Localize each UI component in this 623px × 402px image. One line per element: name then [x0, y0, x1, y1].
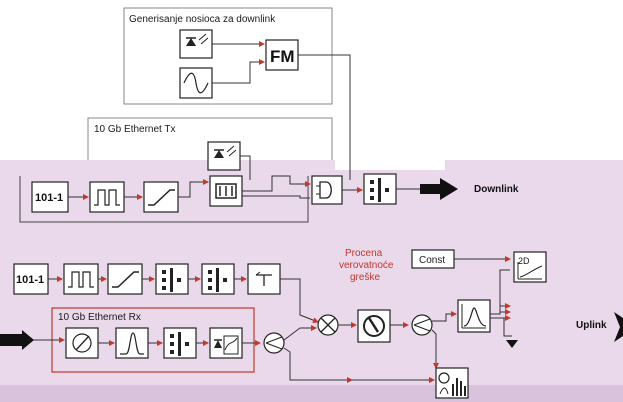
filter-ramp-icon	[107, 263, 143, 295]
splitter-icon	[263, 332, 285, 354]
prbs-rx-label: 101-1	[16, 274, 44, 286]
eye-icon	[457, 299, 491, 333]
panel-top-strip	[335, 160, 445, 170]
laser-icon	[179, 29, 213, 59]
attenuator-icon	[247, 263, 281, 295]
ground-icon	[506, 340, 518, 348]
attenuator-icon	[65, 327, 99, 359]
big-arrow-icon	[0, 330, 34, 350]
prbs-icon: 101-1	[31, 181, 69, 213]
filter-ramp-icon	[143, 181, 179, 213]
tx-group-frame	[87, 117, 333, 160]
rx-group-title: 10 Gb Ethernet Rx	[58, 312, 141, 323]
carrier-group-title: Generisanje nosioca za downlink	[129, 14, 276, 25]
fm-label: FM	[270, 47, 295, 66]
spectrum-icon	[115, 327, 149, 359]
panel-bottom-band	[0, 385, 623, 402]
fm-modulator: FM	[265, 39, 299, 71]
prbs-icon: 101-1	[13, 263, 49, 295]
fiber-spool-icon	[155, 263, 189, 295]
nrz-pulse-icon	[63, 263, 99, 295]
nrz-pulse-icon	[89, 181, 125, 213]
photodiode-icon	[209, 327, 243, 359]
laser-icon	[207, 141, 241, 171]
ber-label-line2: verovatnoće	[339, 260, 394, 271]
modulator-icon	[209, 175, 243, 207]
splitter-icon	[411, 314, 433, 336]
scope-2d-label: 2D	[518, 256, 530, 266]
fiber-spool-icon	[163, 327, 197, 359]
const-label: Const	[419, 255, 445, 266]
prbs-tx-label: 101-1	[35, 192, 63, 204]
tx-group-title: 10 Gb Ethernet Tx	[94, 124, 176, 135]
multiplier-icon	[317, 314, 339, 336]
coupler-icon	[311, 175, 343, 205]
big-arrow-icon	[420, 178, 458, 200]
clock-icon	[357, 309, 391, 343]
ber-label-line1: Procena	[345, 248, 383, 259]
fiber-spool-icon	[201, 263, 235, 295]
big-arrow-icon	[614, 312, 623, 342]
sine-icon	[179, 67, 213, 99]
ber-label-line3: greške	[350, 272, 380, 283]
fiber-spool-icon	[363, 173, 397, 205]
scope-2d-icon: 2D	[513, 251, 547, 283]
histogram-icon	[435, 367, 469, 399]
downlink-label: Downlink	[474, 184, 519, 195]
uplink-label: Uplink	[576, 320, 607, 331]
const-block: Const	[411, 249, 455, 269]
